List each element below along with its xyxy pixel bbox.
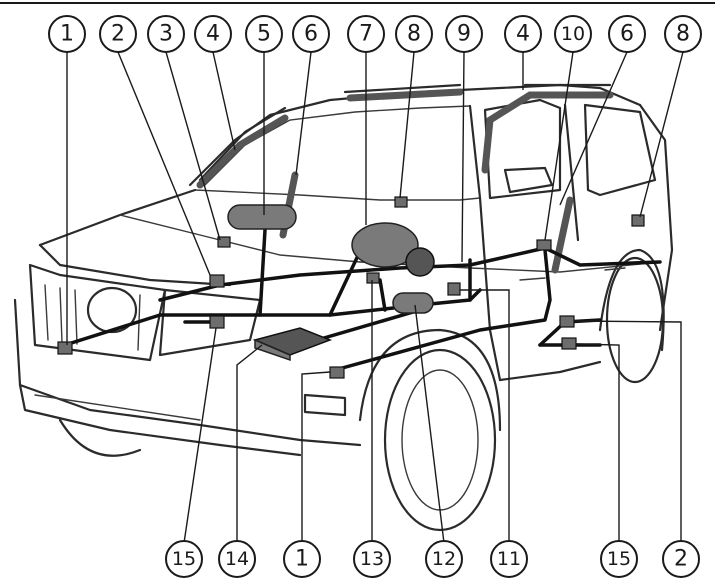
callout-top-8: 8: [407, 22, 421, 47]
callout-bottom-5: 12: [432, 548, 456, 570]
top-callout-row: 1 2 3 4 5 6 7 8 9 4 10 6 8: [49, 16, 701, 52]
callout-top-1: 1: [60, 22, 74, 47]
knee-airbag: [393, 293, 433, 313]
callout-bottom-8: 2: [674, 547, 688, 572]
bottom-callout-row: 15 14 1 13 12 11 15 2: [166, 541, 699, 577]
buckle-sensor: [448, 283, 460, 295]
curtain-connector-front: [395, 197, 407, 207]
passenger-airbag: [228, 205, 296, 229]
callout-bottom-3: 1: [295, 547, 309, 572]
callout-top-7: 7: [359, 22, 373, 47]
callout-top-3: 3: [159, 22, 173, 47]
callout-top-2: 2: [111, 22, 125, 47]
steering-column: [406, 248, 434, 276]
side-sensor-left: [210, 275, 224, 287]
callout-bottom-7: 15: [607, 548, 631, 570]
srs-components: [58, 92, 660, 378]
callout-bottom-6: 11: [497, 548, 521, 570]
vehicle-illustration: [15, 85, 672, 530]
callout-top-4: 4: [206, 22, 220, 47]
steering-sensor: [367, 273, 379, 283]
curtain-airbag-left: [200, 118, 285, 185]
harness-knee: [380, 280, 385, 310]
front-sensor-left: [58, 342, 72, 354]
callout-top-13: 8: [676, 22, 690, 47]
rear-sensor-lower: [562, 338, 576, 349]
leader-lines: [67, 52, 683, 543]
rear-sensor-upper: [560, 316, 574, 327]
curtain-connector-mid: [537, 240, 551, 250]
callout-top-11: 10: [561, 23, 585, 45]
callout-top-6: 6: [304, 22, 318, 47]
harness-to-passenger: [260, 230, 265, 315]
callout-top-9: 9: [457, 22, 471, 47]
callout-top-5: 5: [257, 22, 271, 47]
callout-bottom-2: 14: [225, 548, 249, 570]
callout-top-10: 4: [516, 22, 530, 47]
callout-bottom-4: 13: [360, 548, 384, 570]
callout-bottom-1: 15: [172, 548, 196, 570]
callout-top-12: 6: [620, 22, 634, 47]
front-sensor-lower: [330, 367, 344, 378]
rear-connector: [632, 215, 644, 226]
front-sensor-right: [210, 316, 224, 328]
